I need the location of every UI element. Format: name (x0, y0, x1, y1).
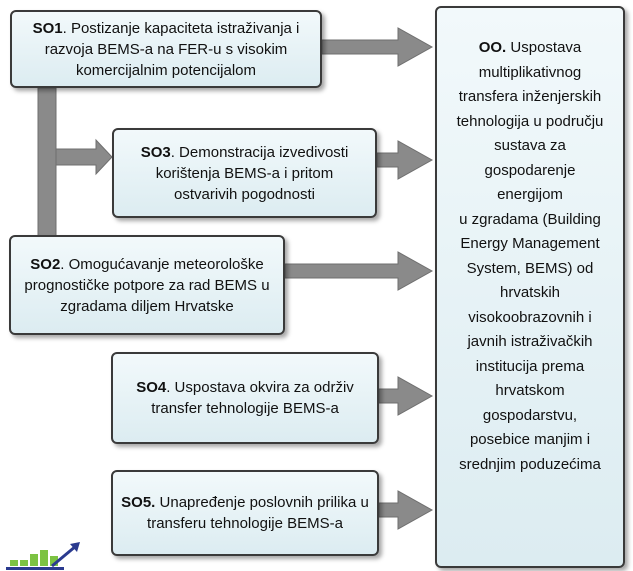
arrow-so1-oo (321, 27, 434, 67)
so2-code: SO2 (30, 255, 61, 273)
oo-line: gospodarstvu, (482, 406, 578, 424)
oo-box: OO. Uspostava multiplikativnog transfera… (435, 6, 625, 568)
so1-trunk (37, 87, 57, 239)
arrow-so2-oo (284, 251, 434, 291)
so4-box: SO4. Uspostava okvira za održiv transfer… (111, 352, 379, 444)
oo-text: OO. Uspostava multiplikativnog transfera… (443, 36, 617, 477)
oo-line: energijom (497, 186, 563, 203)
oo-line: institucija prema (475, 357, 585, 375)
oo-line: visokoobrazovnih i (468, 308, 592, 326)
arrow-to-so3 (55, 138, 113, 176)
arrow-so4-oo (378, 376, 434, 416)
so4-code: SO4 (136, 379, 167, 396)
oo-line: multiplikativnog (478, 63, 582, 81)
oo-line: srednjim poduzećima (459, 455, 601, 473)
so1-code: SO1 (32, 19, 63, 37)
so5-text: Unapređenje poslovnih prilika u transfer… (147, 494, 369, 532)
oo-line: transfera inženjerskih (458, 88, 602, 105)
so3-code: SO3 (140, 143, 171, 161)
so4-text: . Uspostava okvira za održiv transfer te… (151, 379, 354, 417)
so1-box: SO1. Postizanje kapaciteta istraživanja … (10, 10, 322, 88)
so2-text: . Omogućavanje meteorološke prognostičke… (24, 255, 270, 315)
so3-text: . Demonstracija izvedivosti korištenja B… (155, 143, 349, 203)
so5-code: SO5. (121, 494, 156, 511)
oo-line: hrvatskom (495, 382, 565, 399)
oo-line: System, BEMS) od (466, 259, 594, 277)
so3-box: SO3. Demonstracija izvedivosti korištenj… (112, 128, 377, 218)
oo-line: tehnologija u području (456, 112, 604, 130)
oo-line: OO. Uspostava (478, 39, 582, 56)
oo-line: posebice manjim i (469, 431, 591, 448)
oo-line: Energy Management (460, 235, 600, 252)
oo-line: u zgradama (Building (459, 210, 601, 228)
so2-box: SO2. Omogućavanje meteorološke prognosti… (9, 235, 285, 335)
oo-line: javnih istraživačkih (467, 333, 593, 350)
oo-code: OO. (478, 39, 507, 56)
so1-text: . Postizanje kapaciteta istraživanja i r… (44, 19, 300, 79)
arrow-so3-oo (376, 140, 434, 180)
logo-icon (6, 542, 80, 570)
oo-line: hrvatskih (499, 284, 561, 301)
oo-line: sustava za (494, 137, 566, 154)
oo-line: gospodarenje (484, 161, 576, 179)
arrow-so5-oo (378, 490, 434, 530)
so5-box: SO5. Unapređenje poslovnih prilika u tra… (111, 470, 379, 556)
